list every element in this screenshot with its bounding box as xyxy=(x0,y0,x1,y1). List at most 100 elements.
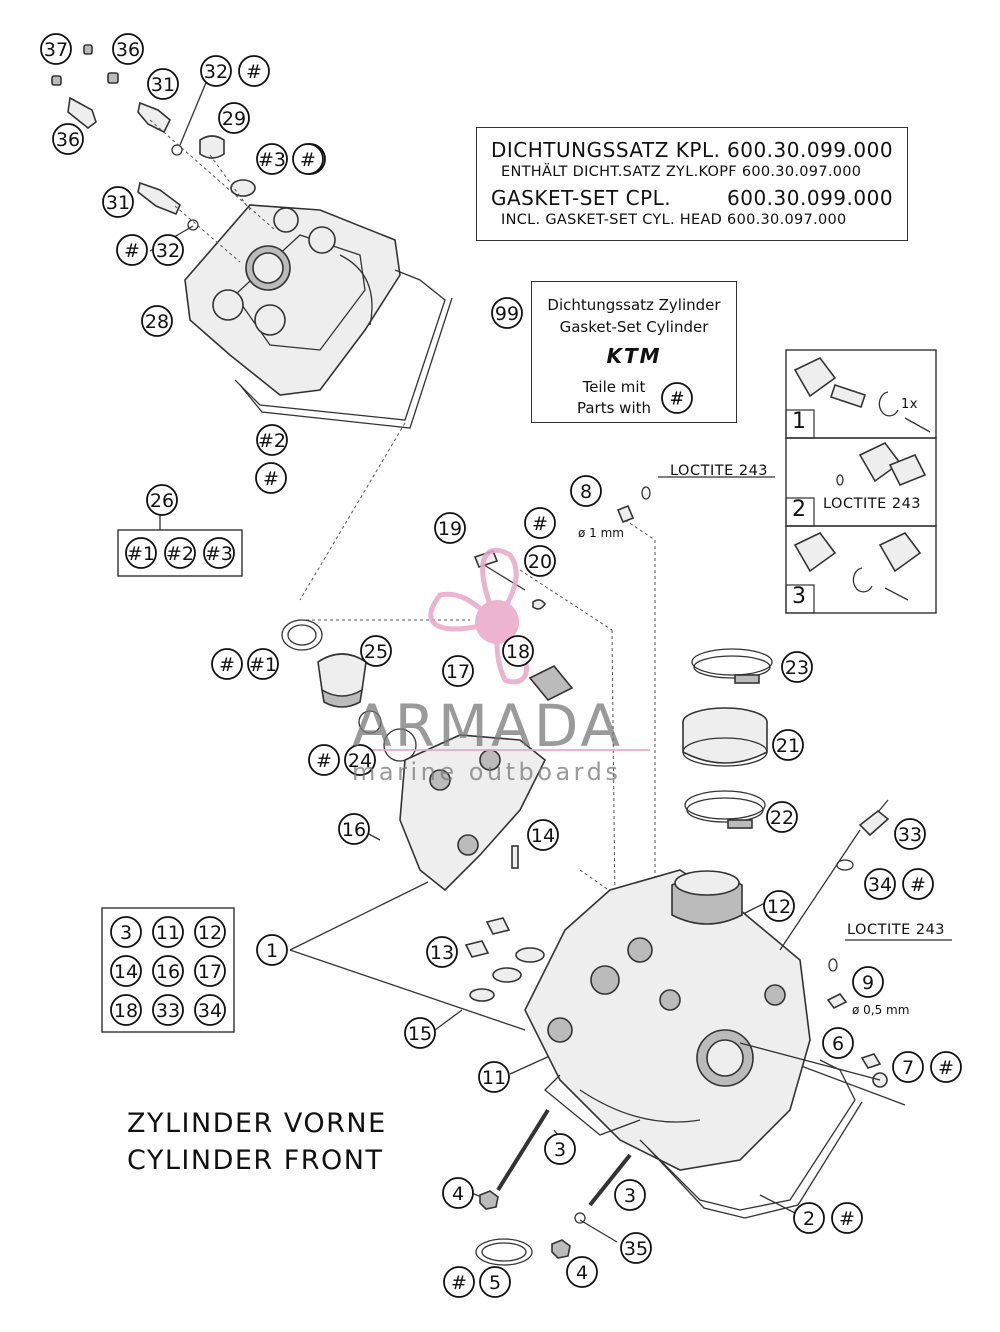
callout-hash-20-text: # xyxy=(532,513,548,535)
callout-c1b: #1 xyxy=(247,648,279,680)
callout-c31b: 31 xyxy=(102,186,134,218)
callout-c1b-hash: # xyxy=(211,648,243,680)
diameter-1mm: ø 1 mm xyxy=(578,526,624,540)
middle-parts xyxy=(281,550,574,892)
callout-c12: 12 xyxy=(763,890,795,922)
callout-c26-ring xyxy=(146,484,178,516)
watermark-title: ARMADA xyxy=(352,692,624,760)
callout-c32a-ring xyxy=(200,55,232,87)
callout-c14-ring xyxy=(527,819,559,851)
step-2-number: 2 xyxy=(792,497,806,522)
set-1-item-1: 11 xyxy=(152,916,184,948)
callout-hash-gasket-ring xyxy=(255,462,287,494)
cylinder-gasket-title-en: Gasket-Set Cylinder xyxy=(559,318,709,336)
callout-c20-text: 20 xyxy=(528,551,552,573)
callout-c13-ring xyxy=(426,936,458,968)
callout-c99-text: 99 xyxy=(495,303,519,325)
gasket-line4: INCL. GASKET-SET CYL. HEAD 600.30.097.00… xyxy=(501,212,847,228)
callout-c35-ring xyxy=(620,1232,652,1264)
gasket-line3-left: GASKET-SET CPL. xyxy=(491,186,672,210)
set-1-item-1-text: 11 xyxy=(156,922,180,944)
step-1-number: 1 xyxy=(792,409,806,434)
set-1-item-2-text: 12 xyxy=(198,922,222,944)
callout-c31a-ring xyxy=(147,68,179,100)
loctite-label-right: LOCTITE 243 xyxy=(847,922,946,938)
callout-hash-gasket: # xyxy=(255,462,287,494)
callout-c25: 25 xyxy=(360,635,392,667)
callout-c33-ring xyxy=(894,818,926,850)
callout-c5-text: 5 xyxy=(489,1272,501,1294)
callout-c99-ring xyxy=(491,297,523,329)
callout-c26-text: 26 xyxy=(150,490,174,512)
callout-c24: 24 xyxy=(344,744,376,776)
callout-c24-ring xyxy=(344,744,376,776)
callout-c18-text: 18 xyxy=(506,641,530,663)
callout-c32b-ring xyxy=(152,234,184,266)
callout-c18-ring xyxy=(502,635,534,667)
callout-c1b-ring xyxy=(247,648,279,680)
callout-c5-hash: # xyxy=(443,1266,475,1298)
callout-c5: 5 xyxy=(479,1266,511,1298)
callout-c1: 1 xyxy=(256,934,288,966)
set-1-item-4: 16 xyxy=(152,955,184,987)
studs-nuts xyxy=(464,486,890,1259)
loctite-label-step2: LOCTITE 243 xyxy=(823,496,922,512)
callout-c2-hash-text: # xyxy=(839,1208,855,1230)
callout-c12-ring xyxy=(763,890,795,922)
callout-c5-hash-text: # xyxy=(451,1272,467,1294)
callout-c24-hash-ring xyxy=(308,744,340,776)
callout-c17-ring xyxy=(442,655,474,687)
set-1-item-7: 33 xyxy=(152,994,184,1026)
callout-c34-hash-ring xyxy=(902,868,934,900)
callout-c14: 14 xyxy=(527,819,559,851)
callout-c21: 21 xyxy=(772,729,804,761)
callout-c99: 99 xyxy=(491,297,523,329)
callout-c28: 28 xyxy=(141,305,173,337)
gasket-set-info-box: DICHTUNGSSATZ KPL. 600.30.099.000 ENTHÄL… xyxy=(476,127,908,241)
loctite-label-top: LOCTITE 243 xyxy=(670,463,769,479)
callout-c15: 15 xyxy=(404,1017,436,1049)
set-1-item-7-ring xyxy=(152,994,184,1026)
callout-c29-text: 29 xyxy=(222,108,246,130)
callout-c24-hash: # xyxy=(308,744,340,776)
callout-c32a-hash-text: # xyxy=(246,61,262,83)
set-1-item-8-ring xyxy=(194,994,226,1026)
callout-c32b-hash-text: # xyxy=(124,240,140,262)
callout-c1-ring xyxy=(256,934,288,966)
gasket-line2: ENTHÄLT DICHT.SATZ ZYL.KOPF 600.30.097.0… xyxy=(501,164,862,180)
callout-c15-ring xyxy=(404,1017,436,1049)
bolts-top-left xyxy=(51,44,276,263)
callout-c21-ring xyxy=(772,729,804,761)
callout-c1b-text: #1 xyxy=(249,654,277,676)
callout-c3c-ring xyxy=(614,1179,646,1211)
callout-c8-ring xyxy=(570,475,602,507)
callout-hash-20-ring xyxy=(524,507,556,539)
callout-c17: 17 xyxy=(442,655,474,687)
callout-c8-text: 8 xyxy=(580,481,592,503)
callout-c23-text: 23 xyxy=(785,657,809,679)
callout-c36a-ring xyxy=(112,33,144,65)
callout-c33: 33 xyxy=(894,818,926,850)
callout-c3a: 3 xyxy=(544,1133,576,1165)
set-1-item-3-text: 14 xyxy=(114,961,138,983)
callout-c31a-text: 31 xyxy=(151,74,175,96)
set-26-item-0-text: #1 xyxy=(127,543,155,565)
callout-c20: 20 xyxy=(524,545,556,577)
callout-c35-text: 35 xyxy=(624,1238,648,1260)
callout-c5-ring xyxy=(479,1266,511,1298)
intake-clamps xyxy=(682,648,773,829)
callout-c36a-text: 36 xyxy=(116,39,140,61)
callout-c17-text: 17 xyxy=(446,661,470,683)
callout-c34-text: 34 xyxy=(868,874,892,896)
callout-c3c: 3 xyxy=(614,1179,646,1211)
callout-c32a-hash: # xyxy=(238,55,270,87)
callout-c14-text: 14 xyxy=(531,825,555,847)
callout-c28-text: 28 xyxy=(145,311,169,333)
callout-c11-text: 11 xyxy=(482,1067,506,1089)
callout-c16-ring xyxy=(338,813,370,845)
callout-c2-ring xyxy=(793,1202,825,1234)
callout-c22: 22 xyxy=(766,801,798,833)
callout-c6-text: 6 xyxy=(832,1033,844,1055)
callout-c4b: 4 xyxy=(566,1256,598,1288)
